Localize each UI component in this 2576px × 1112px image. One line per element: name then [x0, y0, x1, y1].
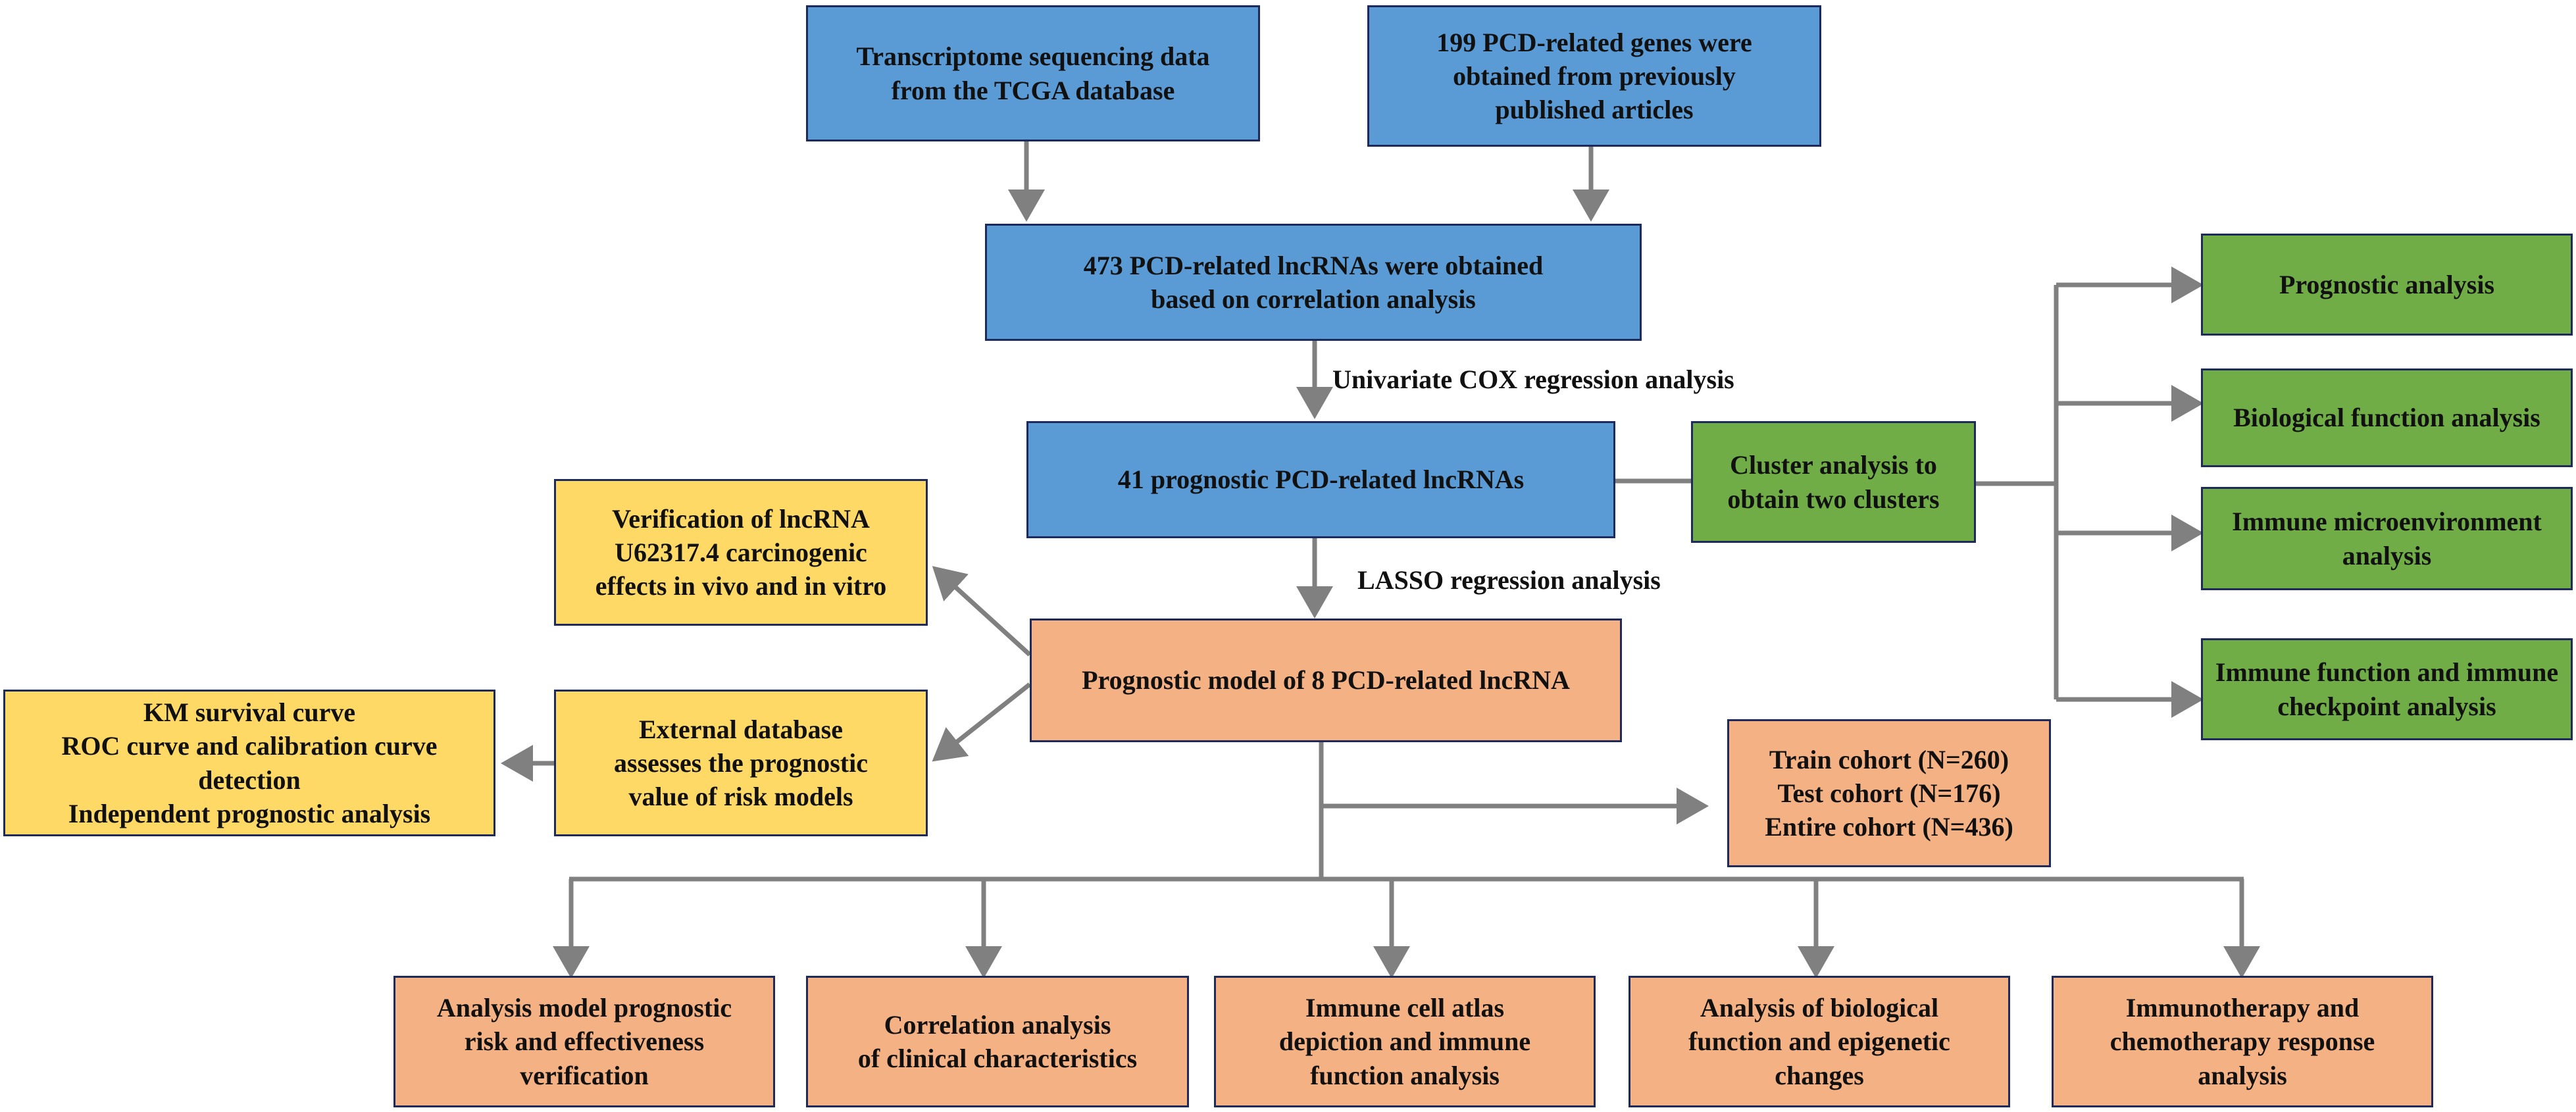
node-bottom-4: Analysis of biological function and epig… — [1629, 976, 2010, 1107]
node-tcga-label: Transcriptome sequencing data from the T… — [856, 41, 1210, 105]
label-univariate-cox: Univariate COX regression analysis — [1332, 365, 1734, 394]
node-cohorts-label: Train cohort (N=260) Test cohort (N=176)… — [1765, 744, 2013, 842]
node-external-database-label: External database assesses the prognosti… — [614, 714, 868, 812]
node-41-prognostic-label: 41 prognostic PCD-related lncRNAs — [1117, 465, 1525, 495]
node-prognostic-model-label: Prognostic model of 8 PCD-related lncRNA — [1082, 665, 1570, 695]
node-bottom-5-label: Immunotherapy and chemotherapy response … — [2109, 993, 2375, 1090]
node-473-lncrnas: 473 PCD-related lncRNAs were obtained ba… — [985, 224, 1642, 341]
node-prognostic-model: Prognostic model of 8 PCD-related lncRNA — [1030, 619, 1622, 742]
node-bottom-1-label: Analysis model prognostic risk and effec… — [436, 993, 732, 1090]
node-cluster-analysis: Cluster analysis to obtain two clusters — [1691, 421, 1976, 543]
node-verification-label: Verification of lncRNA U62317.4 carcinog… — [595, 503, 887, 601]
node-199-genes: 199 PCD-related genes were obtained from… — [1367, 5, 1821, 147]
node-bottom-3-label: Immune cell atlas depiction and immune f… — [1278, 993, 1531, 1090]
label-lasso: LASSO regression analysis — [1357, 565, 1661, 595]
node-bottom-2-label: Correlation analysis of clinical charact… — [857, 1009, 1138, 1073]
node-prognostic-analysis: Prognostic analysis — [2201, 234, 2573, 336]
node-cluster-analysis-label: Cluster analysis to obtain two clusters — [1727, 450, 1940, 514]
node-bottom-4-label: Analysis of biological function and epig… — [1688, 993, 1950, 1090]
node-bottom-5: Immunotherapy and chemotherapy response … — [2052, 976, 2433, 1107]
arrow-model-to-verification — [932, 566, 1032, 657]
node-bottom-2: Correlation analysis of clinical charact… — [806, 976, 1189, 1107]
node-immune-microenvironment-label: Immune microenvironment analysis — [2232, 507, 2542, 570]
node-biological-function-label: Biological function analysis — [2233, 403, 2540, 433]
node-km-survival-label: KM survival curve ROC curve and calibrat… — [61, 697, 438, 828]
node-bottom-3: Immune cell atlas depiction and immune f… — [1214, 976, 1596, 1107]
node-bottom-1: Analysis model prognostic risk and effec… — [393, 976, 775, 1107]
node-cohorts: Train cohort (N=260) Test cohort (N=176)… — [1727, 719, 2051, 867]
node-immune-microenvironment: Immune microenvironment analysis — [2201, 487, 2573, 590]
node-immune-checkpoint: Immune function and immune checkpoint an… — [2201, 638, 2573, 740]
node-external-database: External database assesses the prognosti… — [554, 690, 928, 836]
node-41-prognostic: 41 prognostic PCD-related lncRNAs — [1026, 421, 1615, 538]
arrow-model-to-external — [932, 682, 1032, 762]
node-prognostic-analysis-label: Prognostic analysis — [2279, 269, 2495, 299]
node-tcga: Transcriptome sequencing data from the T… — [806, 5, 1260, 141]
node-km-survival: KM survival curve ROC curve and calibrat… — [3, 690, 495, 836]
node-473-lncrnas-label: 473 PCD-related lncRNAs were obtained ba… — [1083, 250, 1544, 314]
node-verification: Verification of lncRNA U62317.4 carcinog… — [554, 479, 928, 626]
node-immune-checkpoint-label: Immune function and immune checkpoint an… — [2215, 657, 2559, 721]
node-199-genes-label: 199 PCD-related genes were obtained from… — [1436, 27, 1752, 125]
node-biological-function: Biological function analysis — [2201, 368, 2573, 467]
